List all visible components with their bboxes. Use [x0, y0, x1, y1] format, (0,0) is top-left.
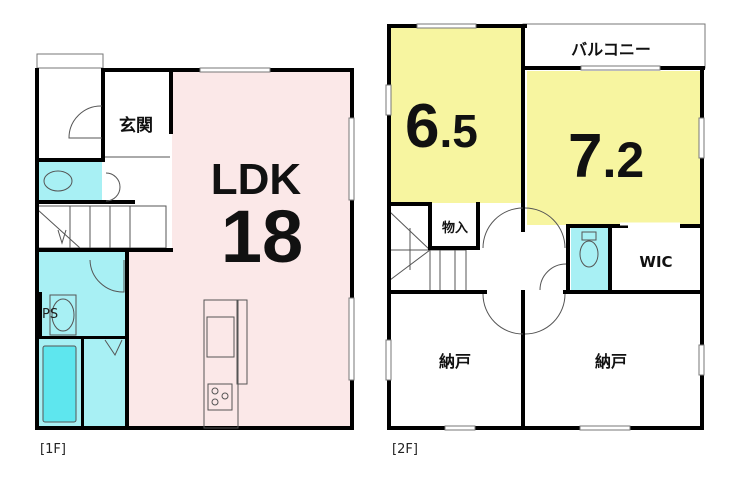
window — [348, 297, 355, 381]
floor-1: 玄関 LDK 18 PS [1F] — [35, 53, 355, 457]
window — [416, 23, 477, 29]
room-6-5-door[interactable] — [482, 207, 524, 249]
wic-label: WIC — [639, 253, 672, 271]
stove-icon — [207, 383, 233, 411]
room-7-2-door[interactable] — [524, 207, 566, 249]
toilet-1f — [38, 162, 102, 200]
balcony — [522, 23, 706, 69]
sink-icon — [51, 298, 75, 332]
ldk-area — [127, 71, 350, 427]
bathtub-icon — [42, 345, 77, 423]
kitchen-sink-icon — [206, 316, 235, 358]
window — [579, 425, 631, 431]
kitchen-counter — [203, 299, 248, 429]
window — [385, 84, 392, 116]
room-7-2 — [527, 71, 700, 225]
entrance-label: 玄関 — [119, 115, 153, 136]
closet-right-door[interactable] — [524, 293, 566, 335]
room-6-5 — [390, 27, 523, 203]
window — [698, 117, 705, 159]
floor-2-caption: [2F] — [392, 442, 418, 457]
room-7-2-size: 7.2 — [568, 122, 644, 191]
closet-left-door[interactable] — [482, 293, 524, 335]
entrance-door[interactable] — [68, 105, 103, 139]
ldk-label: LDK — [211, 155, 302, 204]
floor-1-caption: [1F] — [40, 442, 66, 457]
storage-label: 物入 — [442, 220, 468, 236]
toilet-door[interactable] — [105, 172, 121, 202]
window — [385, 339, 392, 381]
window — [199, 67, 271, 73]
balcony-label: バルコニー — [571, 40, 651, 59]
stairs-1f — [37, 205, 167, 249]
closet-left-label: 納戸 — [439, 352, 471, 371]
washroom-door[interactable] — [89, 259, 125, 293]
window — [698, 344, 705, 376]
toilet-2f-door[interactable] — [539, 263, 567, 291]
window — [580, 65, 661, 71]
toilet-icon — [579, 240, 599, 268]
ps-label: PS — [42, 307, 58, 322]
room-6-5-size: 6.5 — [405, 92, 478, 161]
porch — [36, 53, 104, 69]
toilet-icon — [43, 170, 73, 192]
window — [444, 425, 476, 431]
ldk-size: 18 — [221, 195, 303, 278]
toilet-2f — [571, 228, 611, 290]
closet-right-label: 納戸 — [595, 352, 627, 371]
window — [348, 117, 355, 201]
floor-2: バルコニー 6.5 7.2 物入 WIC 納戸 納戸 [2F] — [385, 23, 706, 457]
